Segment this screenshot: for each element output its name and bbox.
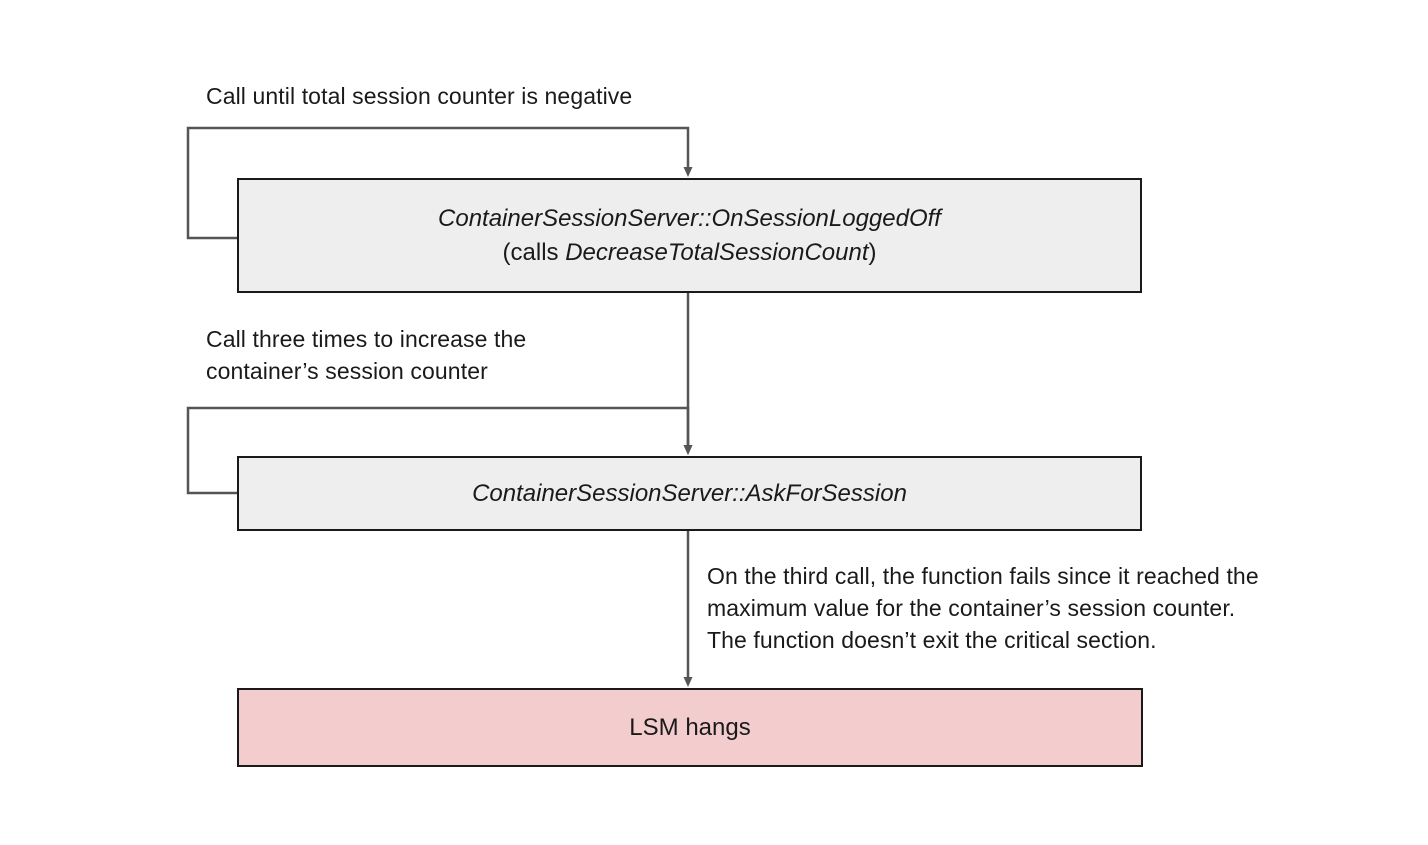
annotation-loop-top: Call until total session counter is nega… bbox=[206, 83, 633, 109]
node-line-secondary-prefix: (calls bbox=[502, 238, 566, 266]
node-line-primary: ContainerSessionServer::AskForSession bbox=[472, 479, 907, 507]
node-line-secondary-suffix: ) bbox=[868, 238, 877, 266]
node-line-secondary-emphasis: DecreaseTotalSessionCount bbox=[565, 238, 869, 266]
node-line-secondary: (calls DecreaseTotalSessionCount) bbox=[503, 236, 877, 270]
node-lsm-hangs[interactable]: LSM hangs bbox=[237, 688, 1143, 767]
annotation-failure: On the third call, the function fails si… bbox=[707, 563, 1259, 653]
node-ask-for-session[interactable]: ContainerSessionServer::AskForSession bbox=[237, 456, 1142, 531]
node-line-primary: LSM hangs bbox=[629, 713, 751, 741]
loop-edge-ask-for-session bbox=[186, 406, 693, 495]
node-line-primary: ContainerSessionServer::OnSessionLoggedO… bbox=[438, 204, 941, 232]
annotation-loop-middle: Call three times to increase the contain… bbox=[206, 326, 527, 384]
loop-edge-on-session-logged-off bbox=[186, 126, 693, 240]
node-on-session-logged-off[interactable]: ContainerSessionServer::OnSessionLoggedO… bbox=[237, 178, 1142, 293]
